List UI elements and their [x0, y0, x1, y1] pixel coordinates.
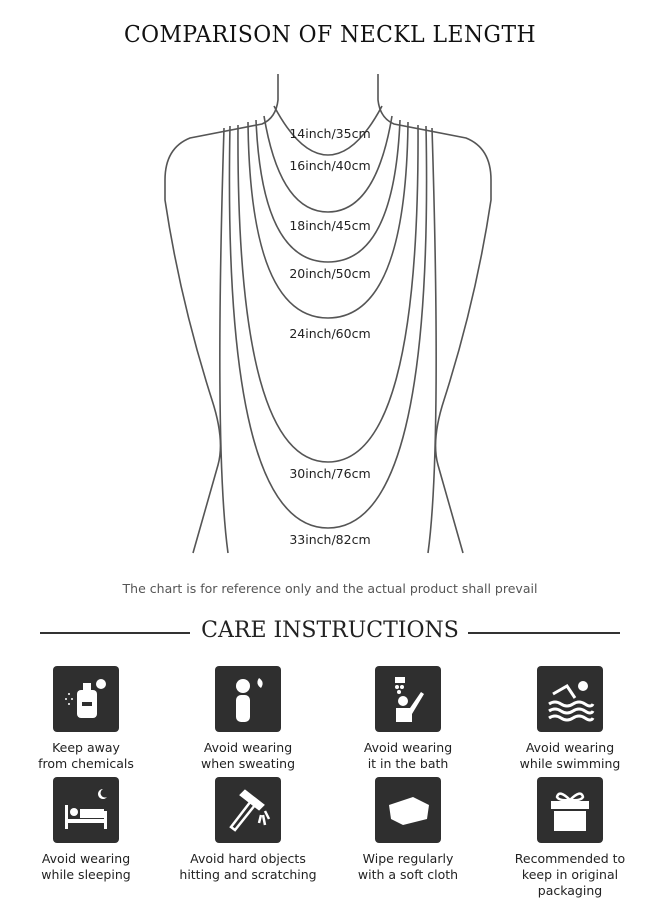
care-label-line2: with a soft cloth [357, 867, 459, 882]
care-label-line2: when sweating [200, 756, 296, 771]
care-title: CARE INSTRUCTIONS [201, 618, 459, 643]
length-label-16: 16inch/40cm [289, 158, 371, 173]
body-outline-left [164, 74, 279, 554]
bed-icon [53, 777, 119, 843]
care-label-line1: Keep away [52, 740, 120, 755]
divider-left [40, 632, 190, 634]
perfume-icon [53, 666, 119, 732]
care-label-line2: hitting and scratching [179, 867, 317, 882]
necklace-16 [263, 115, 393, 213]
care-label-line2: it in the bath [367, 756, 449, 771]
necklace-24 [237, 124, 419, 463]
care-label-line2: while swimming [519, 756, 621, 771]
care-label-line2: from chemicals [38, 756, 134, 771]
care-label-line1: Avoid hard objects [190, 851, 306, 866]
length-label-30: 30inch/76cm [289, 466, 371, 481]
necklace-33-right [427, 127, 437, 554]
length-label-14: 14inch/35cm [289, 126, 371, 141]
gift-box-icon [537, 777, 603, 843]
necklace-20 [247, 121, 409, 319]
body-outline-right [377, 74, 492, 554]
length-label-33: 33inch/82cm [289, 532, 371, 547]
bust-diagram [164, 74, 492, 554]
care-label-line1: Avoid wearing [363, 740, 453, 755]
length-label-24: 24inch/60cm [289, 326, 371, 341]
disclaimer-note: The chart is for reference only and the … [122, 581, 538, 596]
shower-icon [375, 666, 441, 732]
sweating-icon [215, 666, 281, 732]
divider-right [468, 632, 620, 634]
hammer-icon [215, 777, 281, 843]
length-label-20: 20inch/50cm [289, 266, 371, 281]
care-label-line1: Recommended to [514, 851, 626, 866]
necklace-30 [228, 125, 428, 529]
necklace-33-left [219, 127, 229, 554]
necklace-18 [255, 119, 401, 263]
care-label-line2: keep in original packaging [521, 867, 619, 898]
care-label-line1: Avoid wearing [41, 851, 131, 866]
necklace-14 [273, 105, 383, 156]
care-label-line2: while sleeping [41, 867, 131, 882]
page-title: COMPARISON OF NECKL LENGTH [123, 22, 537, 48]
care-label-line1: Avoid wearing [203, 740, 293, 755]
length-label-18: 18inch/45cm [289, 218, 371, 233]
cloth-icon [375, 777, 441, 843]
care-label-line1: Wipe regularly [362, 851, 454, 866]
care-label-line1: Avoid wearing [525, 740, 615, 755]
swimming-icon [537, 666, 603, 732]
